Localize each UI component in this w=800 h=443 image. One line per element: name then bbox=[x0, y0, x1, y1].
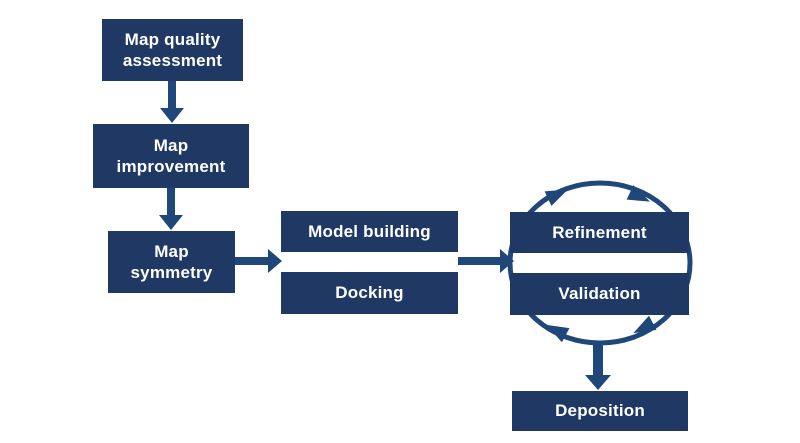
node-refinement: Refinement bbox=[510, 212, 689, 253]
node-map-symmetry: Map symmetry bbox=[108, 231, 235, 293]
node-map-quality-assessment-label: Map quality assessment bbox=[122, 29, 223, 70]
node-map-improvement-label: Map improvement bbox=[116, 135, 226, 176]
node-docking: Docking bbox=[281, 272, 458, 314]
arrow-right-symmetry-to-modelbuilding bbox=[235, 249, 282, 273]
node-docking-label: Docking bbox=[335, 283, 404, 303]
node-deposition: Deposition bbox=[512, 391, 688, 431]
node-model-building: Model building bbox=[281, 211, 458, 252]
node-deposition-label: Deposition bbox=[555, 401, 645, 421]
node-map-symmetry-label: Map symmetry bbox=[130, 241, 213, 282]
arrow-down-quality-to-improvement bbox=[160, 81, 184, 123]
arrow-down-improvement-to-symmetry bbox=[159, 188, 183, 230]
node-map-quality-assessment: Map quality assessment bbox=[102, 19, 243, 81]
node-refinement-label: Refinement bbox=[552, 222, 647, 242]
node-map-improvement: Map improvement bbox=[93, 124, 249, 188]
arrow-right-modelbuilding-to-refinement bbox=[458, 249, 514, 273]
node-model-building-label: Model building bbox=[308, 221, 431, 241]
cycle-arrowhead-top-right-icon bbox=[626, 185, 650, 202]
node-validation-label: Validation bbox=[558, 284, 641, 304]
cycle-arrowhead-bottom-right-icon bbox=[633, 315, 657, 334]
cycle-arrowhead-top-left-icon bbox=[544, 189, 568, 206]
cycle-arrowhead-bottom-left-icon bbox=[546, 324, 570, 343]
cycle-ellipse bbox=[507, 180, 693, 346]
arrow-down-cycle-to-deposition bbox=[585, 341, 611, 390]
node-validation: Validation bbox=[510, 273, 689, 315]
